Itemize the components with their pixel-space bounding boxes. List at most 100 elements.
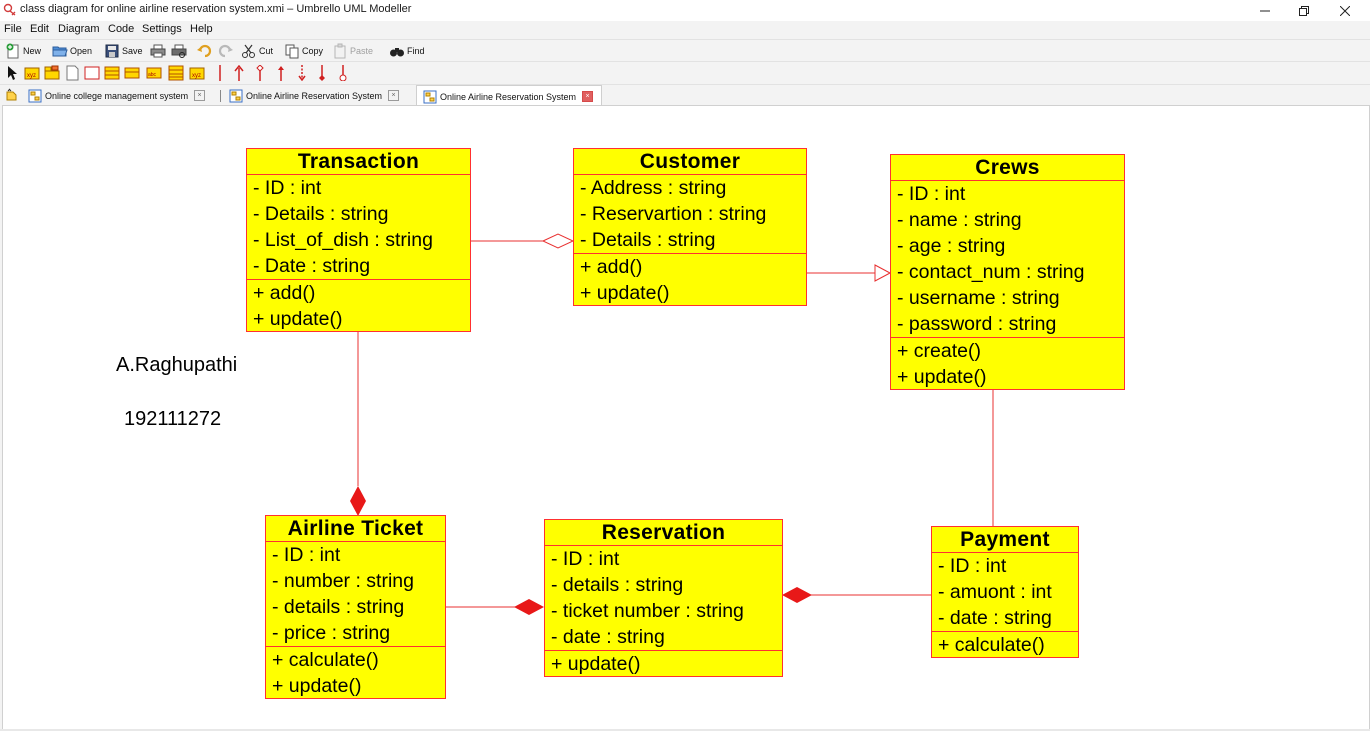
print-preview-icon <box>171 44 187 58</box>
undo-button[interactable] <box>196 42 212 60</box>
generalization-tool-icon[interactable] <box>231 65 247 81</box>
minimize-button[interactable] <box>1242 0 1288 21</box>
datatype-tool-icon[interactable]: abc <box>146 65 162 81</box>
composition-diamond <box>350 486 366 516</box>
paste-button[interactable]: Paste <box>332 42 373 60</box>
association-tool-icon[interactable] <box>273 65 289 81</box>
class-name: Payment <box>932 527 1078 553</box>
class-name: Customer <box>574 149 806 175</box>
find-button[interactable]: Find <box>389 42 425 60</box>
status-strip <box>0 729 1370 731</box>
class-name: Transaction <box>247 149 470 175</box>
operation: + create() <box>897 340 981 362</box>
operation: + calculate() <box>272 649 379 671</box>
undo-icon <box>197 44 212 58</box>
operations-section: + add() + update() <box>574 253 806 306</box>
attributes-section: - ID : int - number : string - details :… <box>266 542 445 646</box>
attribute: - ID : int <box>897 183 966 205</box>
menu-code[interactable]: Code <box>108 23 135 35</box>
attribute: - number : string <box>272 570 414 592</box>
composition-tool-icon[interactable] <box>314 65 330 81</box>
attribute: - age : string <box>897 235 1006 257</box>
save-disk-icon <box>105 44 119 58</box>
operation: + update() <box>551 653 641 675</box>
copy-icon <box>285 44 299 59</box>
menu-help[interactable]: Help <box>190 23 213 35</box>
tab-close-icon[interactable]: × <box>388 90 400 101</box>
tab-online-airline-reservation-2[interactable]: Online Airline Reservation System × <box>416 85 603 107</box>
diagram-canvas[interactable]: Transaction - ID : int - Details : strin… <box>2 105 1370 730</box>
menu-diagram[interactable]: Diagram <box>58 23 100 35</box>
attribute: - Details : string <box>580 229 716 251</box>
attributes-section: - ID : int - name : string - age : strin… <box>891 181 1124 337</box>
tab-close-icon[interactable]: × <box>582 91 594 102</box>
attribute: - ticket number : string <box>551 600 744 622</box>
author-id-text[interactable]: 192111272 <box>124 408 222 430</box>
new-diagram-icon[interactable] <box>5 88 19 102</box>
class-transaction[interactable]: Transaction - ID : int - Details : strin… <box>246 148 471 332</box>
class-crews[interactable]: Crews - ID : int - name : string - age :… <box>890 154 1125 390</box>
attribute: - amuont : int <box>938 581 1052 603</box>
operation: + update() <box>897 366 987 388</box>
redo-icon <box>218 44 233 58</box>
containment-tool-icon[interactable] <box>335 65 351 81</box>
save-button[interactable]: Save <box>104 42 143 60</box>
redo-button[interactable] <box>218 42 234 60</box>
generalization-arrowhead <box>874 264 892 282</box>
entity-tool-icon[interactable] <box>104 65 120 81</box>
aggregation-diamond <box>541 233 575 249</box>
author-name-text[interactable]: A.Raghupathi <box>116 354 238 376</box>
scissors-icon <box>242 44 255 58</box>
print-preview-button[interactable] <box>171 42 187 60</box>
printer-icon <box>150 44 166 58</box>
svg-text:xyz: xyz <box>27 73 36 79</box>
menu-file[interactable]: File <box>4 23 22 35</box>
dependency-tool-icon[interactable] <box>294 65 310 81</box>
binoculars-icon <box>390 48 404 57</box>
close-button[interactable] <box>1322 0 1368 21</box>
operations-section: + update() <box>545 650 782 677</box>
open-label: Open <box>70 46 93 56</box>
object-tool-icon[interactable]: xyz <box>189 65 205 81</box>
attribute: - username : string <box>897 287 1060 309</box>
attribute: - name : string <box>897 209 1022 231</box>
open-button[interactable]: Open <box>52 42 92 60</box>
class-reservation[interactable]: Reservation - ID : int - details : strin… <box>544 519 783 677</box>
menu-bar: File Edit Diagram Code Settings Help <box>0 21 1370 39</box>
class-payment[interactable]: Payment - ID : int - amuont : int - date… <box>931 526 1079 658</box>
cut-button[interactable]: Cut <box>241 42 273 60</box>
class-name: Reservation <box>545 520 782 546</box>
attribute: - Reservartion : string <box>580 203 767 225</box>
note-tool-icon[interactable] <box>64 65 80 81</box>
class-airline-ticket[interactable]: Airline Ticket - ID : int - number : str… <box>265 515 446 699</box>
enum-tool-icon[interactable] <box>168 65 184 81</box>
new-button[interactable]: New <box>5 42 41 60</box>
attribute: - price : string <box>272 622 391 644</box>
tab-close-icon[interactable]: × <box>194 90 206 101</box>
tab-online-college-management[interactable]: Online college management system × <box>28 86 206 105</box>
attribute: - Address : string <box>580 177 727 199</box>
restore-button[interactable] <box>1281 0 1327 21</box>
attributes-section: - ID : int - Details : string - List_of_… <box>247 175 470 279</box>
divider-icon <box>219 65 221 81</box>
class-tool-icon[interactable]: xyz <box>24 65 40 81</box>
attribute: - password : string <box>897 313 1057 335</box>
box-tool-icon[interactable] <box>84 65 100 81</box>
copy-button[interactable]: Copy <box>284 42 323 60</box>
relations-layer <box>350 233 994 615</box>
interface-tool-icon[interactable] <box>124 65 140 81</box>
composition-diamond <box>782 587 812 603</box>
select-arrow-icon[interactable] <box>5 65 21 81</box>
attribute: - ID : int <box>272 544 341 566</box>
package-tool-icon[interactable] <box>44 65 60 81</box>
menu-edit[interactable]: Edit <box>30 23 49 35</box>
aggregation-tool-icon[interactable] <box>252 65 268 81</box>
attribute: - date : string <box>551 626 665 648</box>
attribute: - ID : int <box>253 177 322 199</box>
attribute: - contact_num : string <box>897 261 1085 283</box>
class-customer[interactable]: Customer - Address : string - Reservarti… <box>573 148 807 306</box>
tab-online-airline-reservation-1[interactable]: Online Airline Reservation System × <box>229 86 400 105</box>
print-button[interactable] <box>150 42 166 60</box>
attribute: - List_of_dish : string <box>253 229 433 251</box>
menu-settings[interactable]: Settings <box>142 23 182 35</box>
